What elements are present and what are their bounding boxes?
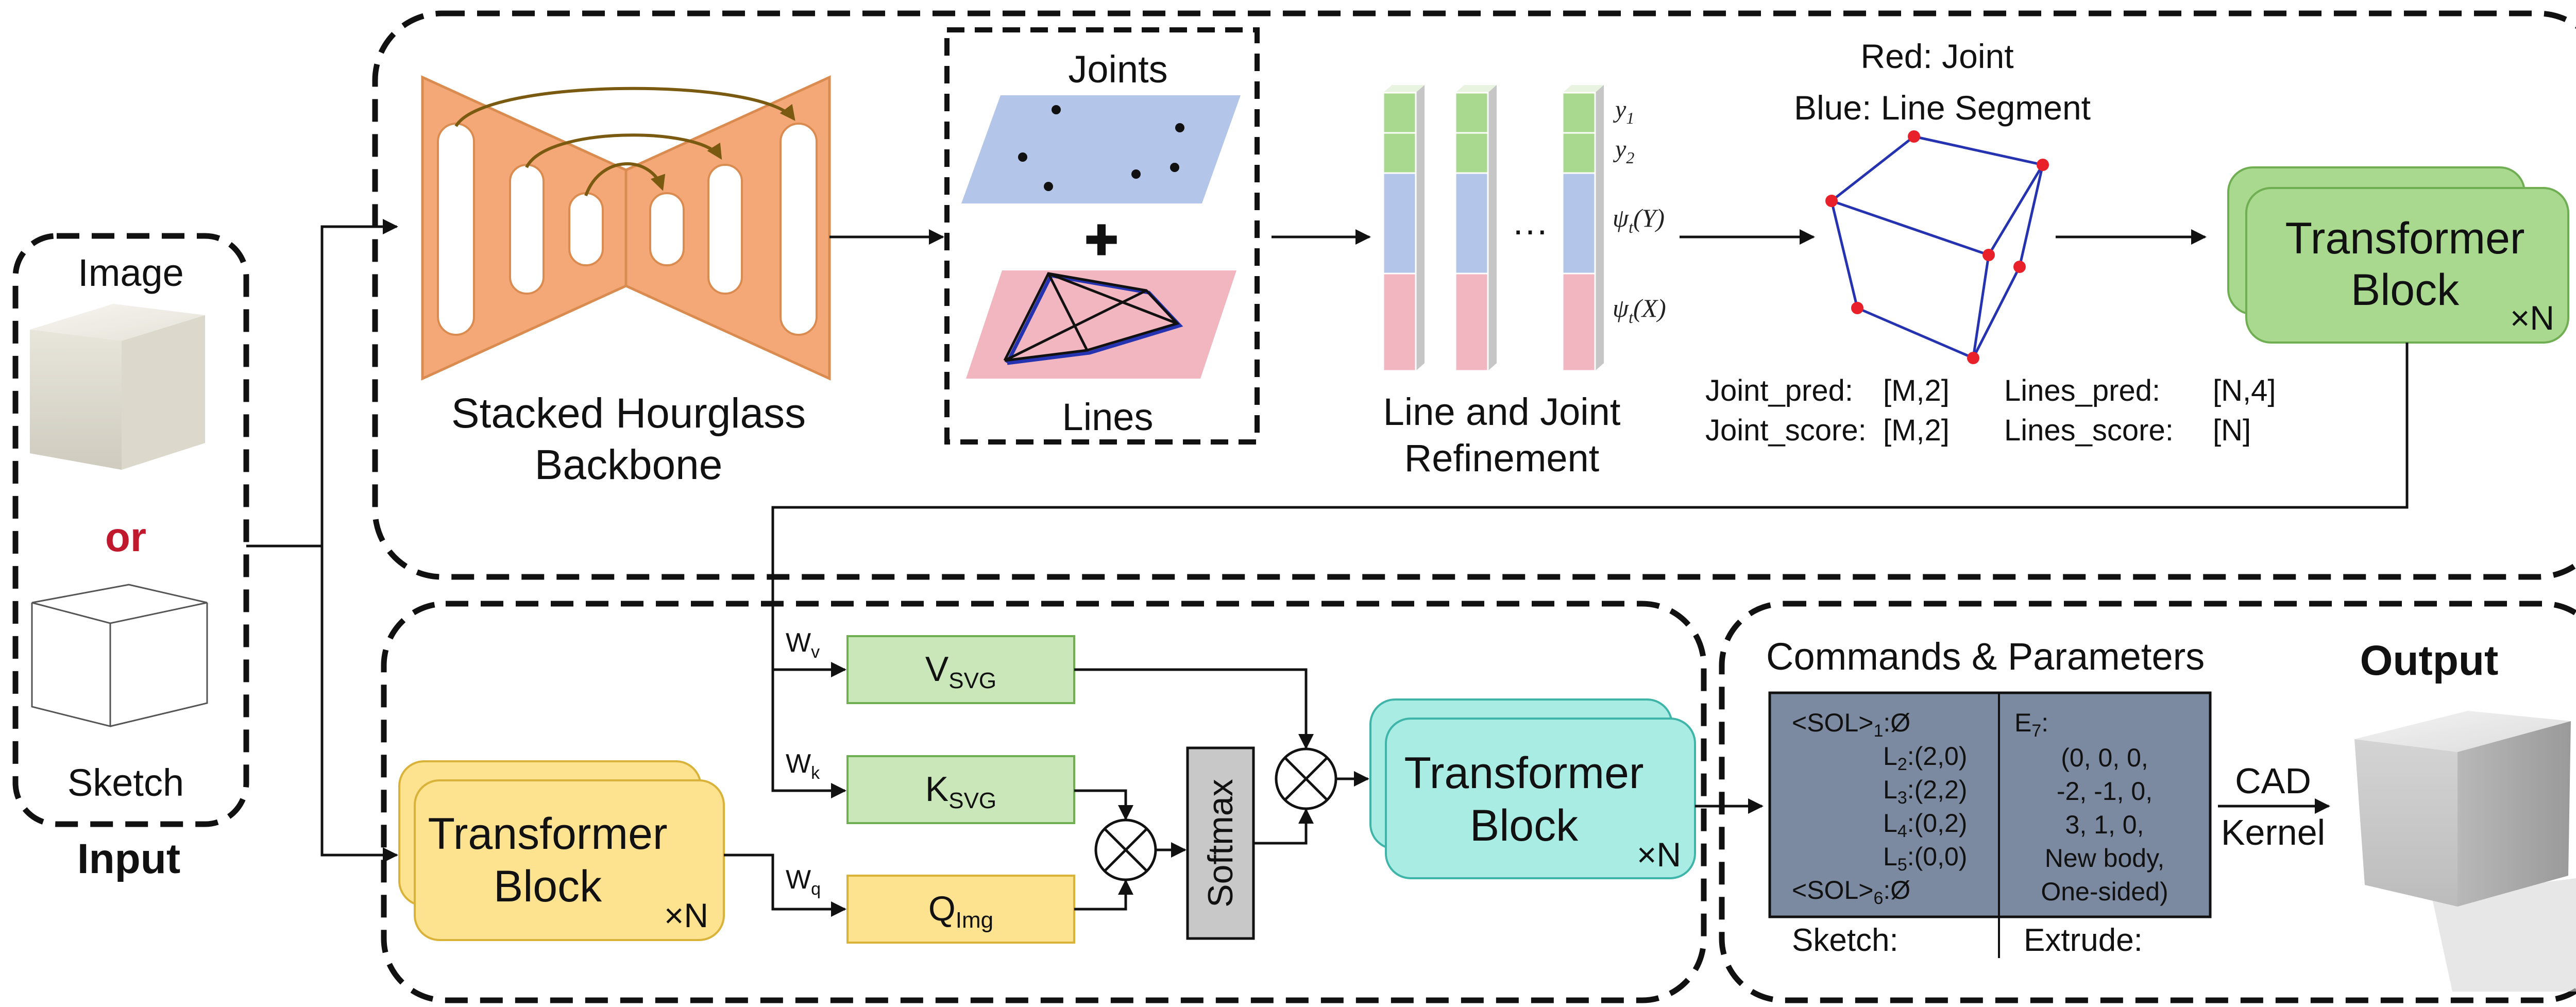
lines-label: Lines: [1062, 396, 1154, 438]
sketch-line-4: L4:(0,2): [1883, 809, 1967, 841]
commands-panel: [1768, 691, 2212, 918]
k-svg-box: [846, 755, 1075, 824]
input-image-label: Image: [78, 251, 184, 294]
extrude-head: E7:: [2014, 708, 2048, 741]
feature-column-3: [1562, 85, 1604, 372]
label-y2: y2: [1613, 135, 1634, 167]
label-psi-y: ψt(Y): [1613, 203, 1665, 236]
transformer-block-mid: [1369, 698, 1696, 879]
refinement-label-2: Refinement: [1404, 437, 1600, 480]
transformer-mid-line2: Block: [1470, 801, 1579, 850]
joints-label: Joints: [1068, 48, 1167, 91]
input-sketch-label: Sketch: [67, 761, 184, 804]
v-svg-label: VSVG: [925, 650, 996, 693]
multiply-v-icon: [1275, 747, 1337, 810]
backbone-label-1: Stacked Hourglass: [451, 390, 806, 437]
transformer-top-line1: Transformer: [2285, 214, 2524, 263]
extrude-command-list: E7: (0, 0, 0, -2, -1, 0, 3, 1, 0, New bo…: [2014, 708, 2168, 906]
softmax-box: [1186, 746, 1255, 940]
sketch-line-1: <SOL>1:Ø: [1792, 708, 1910, 741]
q-img-box: [846, 875, 1075, 944]
label-wq: Wq: [786, 865, 821, 899]
transformer-top-line2: Block: [2351, 265, 2460, 315]
lines-pred-shape: [N,4]: [2213, 374, 2276, 407]
softmax-label: Softmax: [1201, 779, 1240, 907]
input-title: Input: [77, 835, 180, 882]
lines-score-shape: [N]: [2213, 414, 2251, 447]
transformer-block-top: [2227, 166, 2569, 344]
extrude-line-2: -2, -1, 0,: [2057, 777, 2153, 806]
multiply-kq-icon: [1094, 818, 1157, 881]
connector-to-backbone: [320, 219, 398, 546]
connector-to-transformer-left: [320, 546, 398, 863]
legend-red-joint: Red: Joint: [1860, 37, 2013, 75]
transformer-left-times: ×N: [664, 896, 708, 934]
sketch-caption: Sketch:: [1792, 923, 1899, 958]
joint-pred-shape: [M,2]: [1883, 374, 1950, 407]
sketch-line-3: L3:(2,2): [1883, 775, 1967, 808]
transformer-mid-times: ×N: [1637, 835, 1681, 874]
commands-title: Commands & Parameters: [1766, 635, 2205, 678]
joints-lines-box: [944, 27, 1260, 445]
label-wk: Wk: [786, 749, 820, 783]
output-title: Output: [2360, 637, 2499, 684]
cad-label: CAD: [2235, 761, 2311, 801]
input-frame: [12, 233, 249, 827]
lines-wireframe: [1003, 272, 1183, 365]
label-wv: Wv: [786, 628, 820, 662]
hourglass-backbone: [421, 75, 831, 381]
connector-softmax-to-mult: [1253, 808, 1314, 845]
transformer-mid-line1: Transformer: [1404, 748, 1643, 798]
output-cube: [2354, 711, 2576, 992]
legend-blue-line: Blue: Line Segment: [1794, 89, 2091, 127]
extrude-line-4: New body,: [2045, 844, 2165, 873]
connector-to-q: [724, 854, 846, 917]
joints-plane: [961, 95, 1241, 203]
sketch-command-list: <SOL>1:Ø L2:(2,0) L3:(2,2) L4:(0,2) L5:(…: [1792, 708, 1967, 908]
transformer-left-line1: Transformer: [428, 809, 667, 859]
feature-column-2: [1454, 85, 1497, 372]
connector-to-k: [771, 670, 846, 798]
extrude-line-3: 3, 1, 0,: [2065, 810, 2144, 839]
decoder-frame: [381, 601, 1707, 1003]
sketch-line-5: L5:(0,0): [1883, 842, 1967, 875]
joint-pred-label: Joint_pred:: [1705, 374, 1853, 407]
plus-sign: +: [1085, 208, 1118, 271]
q-img-label: QImg: [928, 889, 993, 933]
kernel-label: Kernel: [2221, 812, 2325, 852]
transformer-left-line2: Block: [494, 862, 602, 911]
wireframe-cube: [1825, 130, 2049, 364]
sketch-line-6: <SOL>6:Ø: [1792, 876, 1910, 908]
joint-dots: [1018, 105, 1184, 191]
lines-plane: [966, 270, 1236, 379]
k-svg-label: KSVG: [925, 770, 996, 813]
refinement-label-1: Line and Joint: [1383, 390, 1621, 433]
refinement-ellipsis: ···: [1512, 210, 1548, 250]
joint-score-label: Joint_score:: [1705, 414, 1867, 447]
extrude-line-1: (0, 0, 0,: [2061, 743, 2148, 772]
connector-q-to-mult: [1074, 879, 1133, 911]
sketch-line-2: L2:(2,0): [1883, 742, 1967, 774]
transformer-top-times: ×N: [2510, 299, 2554, 337]
feature-column-1: [1382, 85, 1425, 372]
extrude-caption: Extrude:: [2024, 923, 2143, 958]
extrude-line-5: One-sided): [2041, 877, 2168, 906]
lines-pred-label: Lines_pred:: [2004, 374, 2160, 407]
input-sketch-cube: [31, 584, 208, 727]
label-psi-x: ψt(X): [1613, 294, 1666, 327]
label-y1: y1: [1613, 96, 1634, 127]
encoder-frame: [372, 10, 2576, 580]
connector-top-to-attention: [771, 343, 2409, 677]
input-photo-cube: [30, 304, 205, 470]
lines-score-label: Lines_score:: [2004, 414, 2174, 447]
connector-v-to-mult: [1074, 668, 1314, 749]
output-frame: [1719, 601, 2576, 1003]
backbone-label-2: Backbone: [535, 441, 723, 488]
connector-k-to-mult: [1074, 789, 1133, 821]
input-or-label: or: [105, 514, 146, 560]
joint-score-shape: [M,2]: [1883, 414, 1950, 447]
transformer-block-left: [398, 760, 725, 941]
